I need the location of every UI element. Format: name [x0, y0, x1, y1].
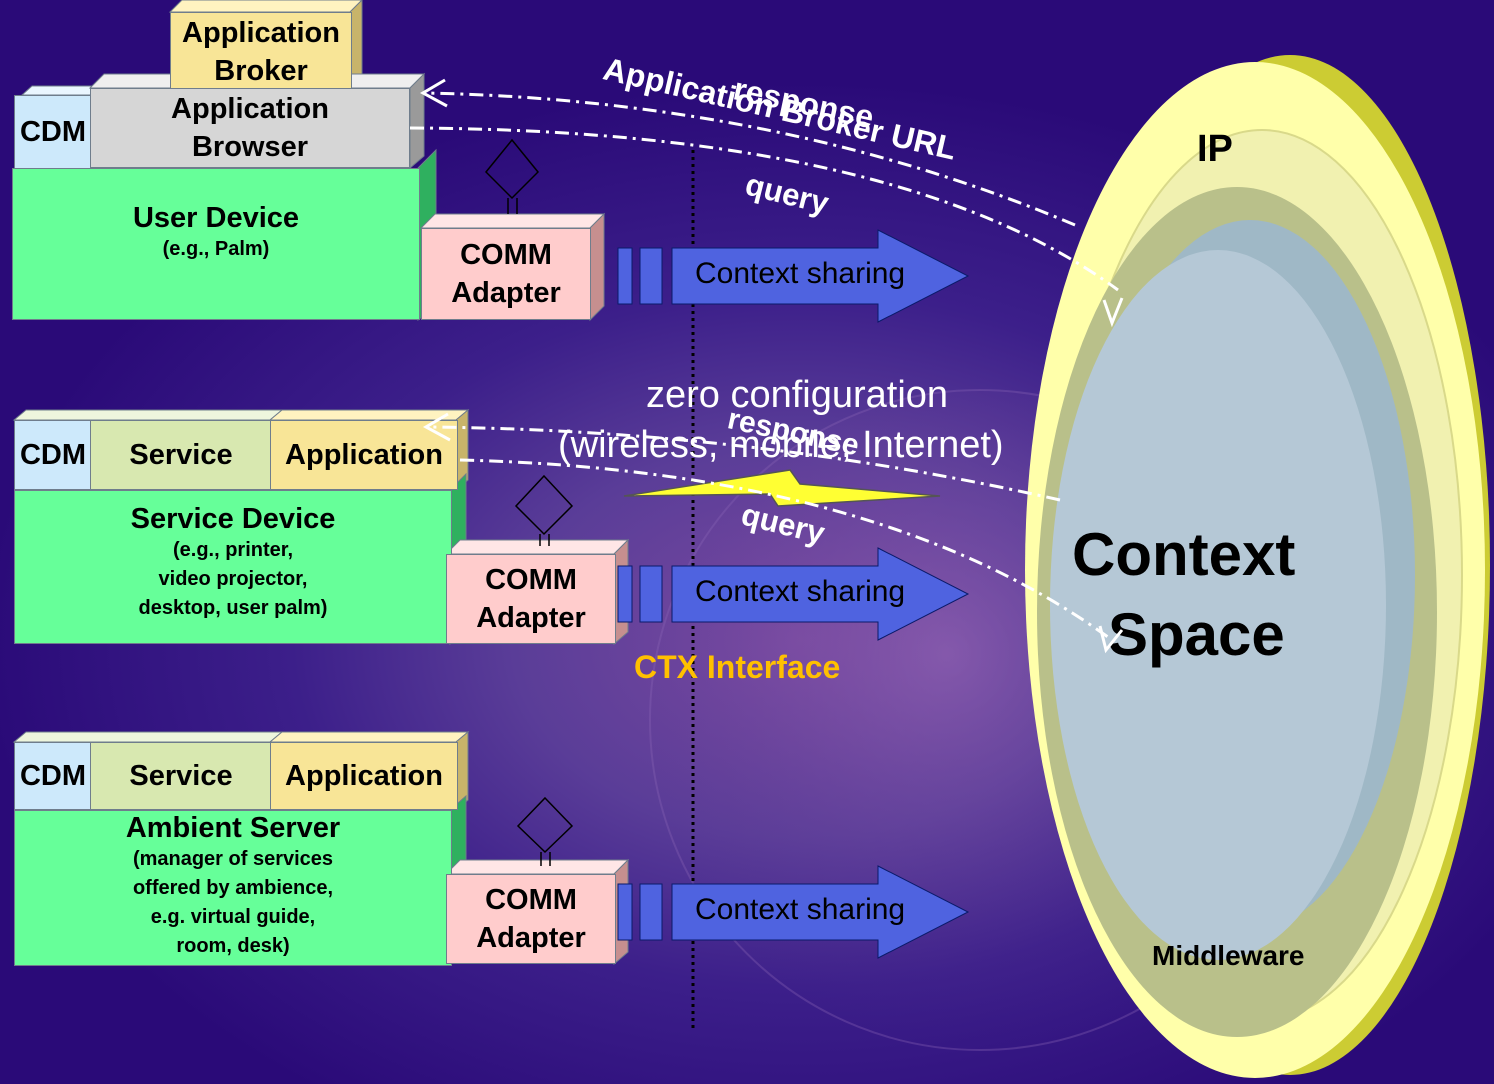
user-cdm-box: CDM	[14, 95, 92, 169]
service-application-box: Application	[270, 420, 458, 490]
ambient-server-title: Ambient Server	[125, 811, 341, 844]
middleware-label: Middleware	[1152, 940, 1305, 971]
comm-label: COMM	[460, 239, 552, 271]
comm-label: COMM	[485, 564, 577, 596]
context-space-title-line1: Context	[1072, 521, 1296, 588]
service-service-box: Service	[90, 420, 272, 490]
application-broker-label-line1: Application	[182, 17, 340, 49]
ambient-application-box: Application	[270, 742, 458, 810]
service-device-subtitle: desktop, user palm)	[138, 597, 328, 619]
application-browser-label-line2: Browser	[191, 131, 309, 163]
service-label: Service	[129, 438, 233, 471]
network-label-line1: zero configuration	[646, 374, 949, 416]
adapter-label: Adapter	[451, 277, 561, 309]
context-space	[1050, 250, 1386, 960]
ambient-server-subtitle: offered by ambience,	[132, 876, 334, 899]
ctx-interface-label: CTX Interface	[634, 649, 841, 685]
ambient-server-subtitle: (manager of services	[132, 847, 334, 870]
application-label: Application	[285, 438, 443, 471]
service-cdm-box: CDM	[14, 420, 92, 490]
service-device-title: Service Device	[130, 503, 336, 535]
ip-label: IP	[1197, 128, 1233, 170]
ambient-server-box: Ambient Server (manager of services offe…	[14, 810, 452, 966]
comm-label: COMM	[485, 884, 577, 916]
application-label: Application	[285, 759, 443, 792]
application-broker-box: Application Broker	[170, 12, 352, 92]
cdm-label: CDM	[19, 115, 87, 148]
ambient-service-box: Service	[90, 742, 272, 810]
service-comm-adapter-box: COMM Adapter	[446, 554, 616, 644]
service-device-box: Service Device (e.g., printer, video pro…	[14, 490, 452, 644]
service-context-sharing-label: Context sharing	[695, 575, 906, 608]
ambient-comm-adapter-box: COMM Adapter	[446, 874, 616, 964]
user-context-sharing-label: Context sharing	[695, 257, 906, 290]
adapter-label: Adapter	[476, 602, 586, 634]
ambient-server-subtitle: e.g. virtual guide,	[150, 905, 316, 928]
user-device-box: User Device (e.g., Palm)	[12, 168, 420, 320]
ambient-server-subtitle: room, desk)	[176, 934, 290, 957]
context-space-title-line2: Space	[1108, 601, 1285, 668]
ambient-cdm-box: CDM	[14, 742, 92, 810]
application-browser-box: Application Browser	[90, 88, 410, 168]
adapter-label: Adapter	[476, 922, 586, 954]
user-diamond-connector	[484, 138, 540, 214]
service-label: Service	[129, 759, 233, 792]
application-browser-label-line1: Application	[171, 93, 329, 125]
application-broker-label-line2: Broker	[214, 55, 308, 87]
ambient-context-sharing-label: Context sharing	[695, 893, 906, 926]
ambient-context-arrow	[617, 865, 970, 959]
user-device-subtitle: (e.g., Palm)	[162, 238, 270, 260]
service-device-subtitle: (e.g., printer,	[172, 539, 294, 561]
ambient-diamond-connector	[516, 796, 574, 866]
cdm-label: CDM	[19, 759, 87, 792]
cdm-label: CDM	[19, 438, 87, 471]
user-comm-adapter-box: COMM Adapter	[421, 228, 591, 320]
service-device-subtitle: video projector,	[158, 568, 308, 590]
service-diamond-connector	[514, 474, 574, 546]
user-device-title: User Device	[132, 202, 300, 234]
